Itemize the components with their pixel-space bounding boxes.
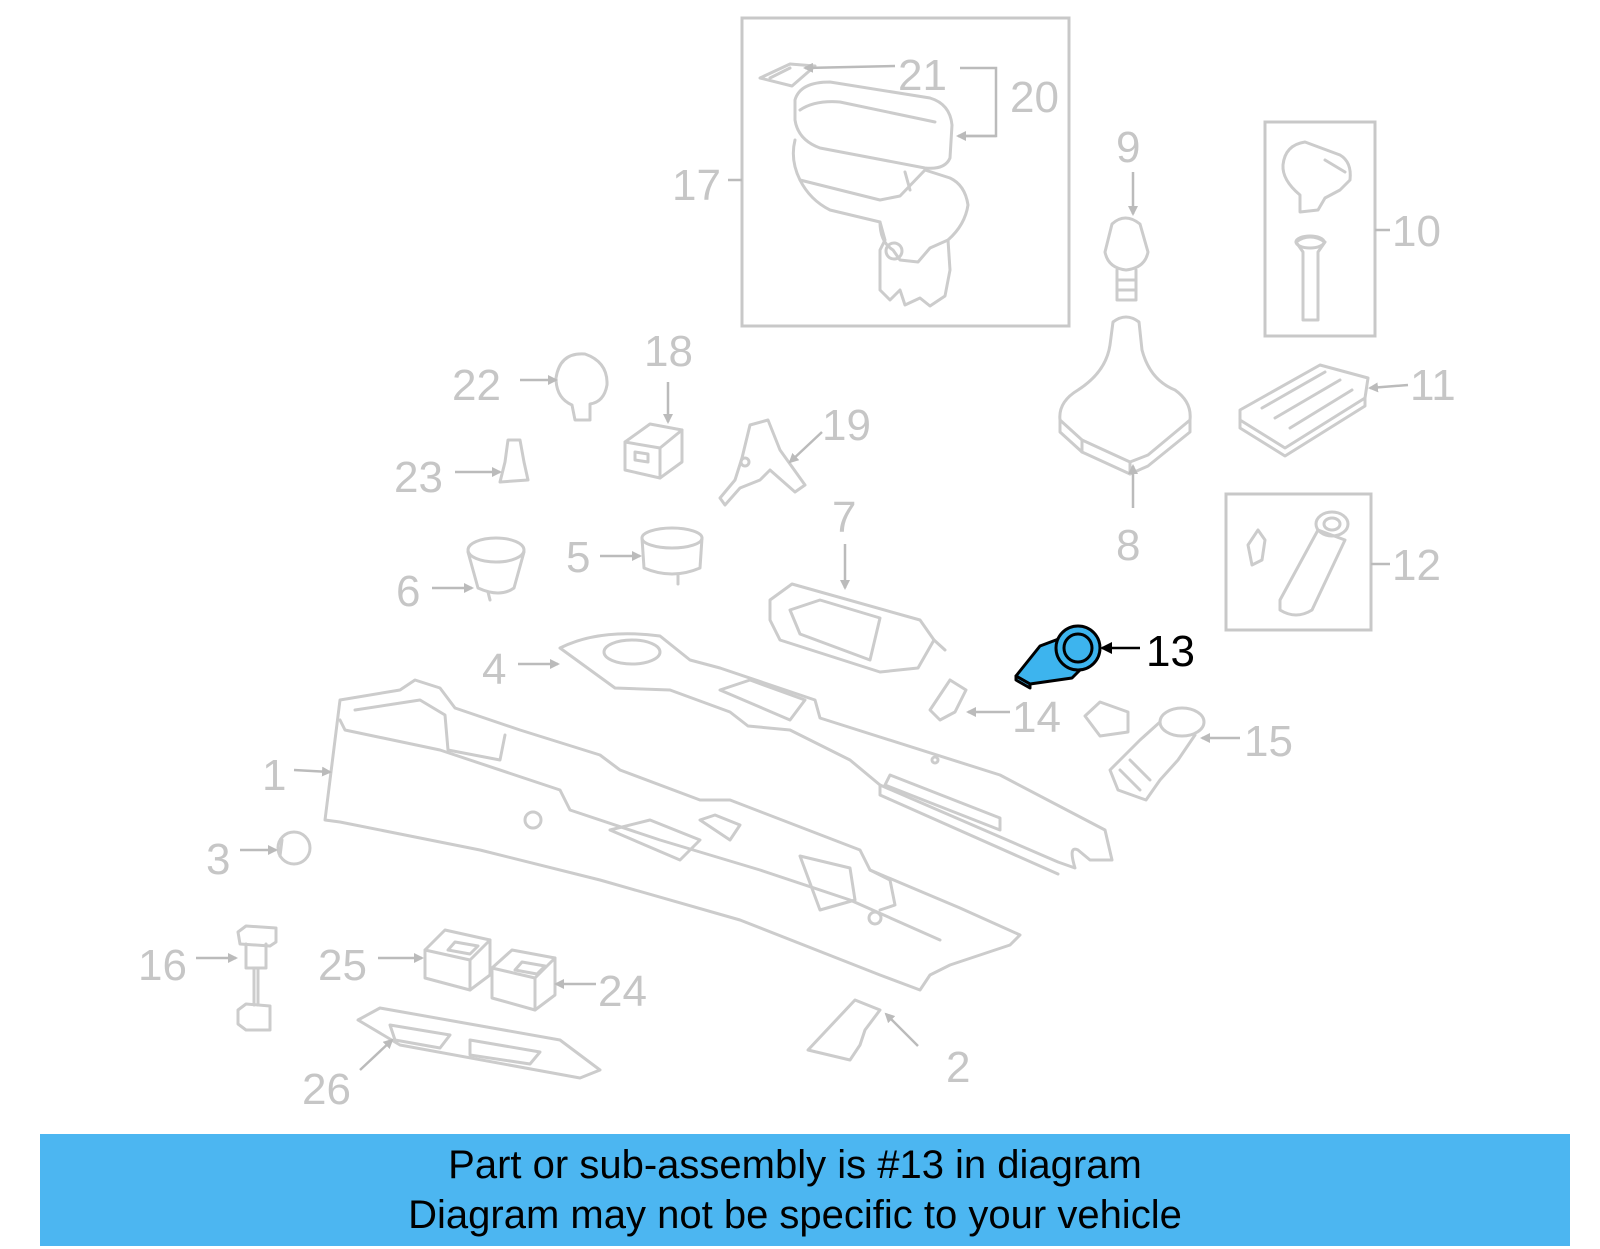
callout-5: 5 xyxy=(566,533,590,582)
cigarette-lighter-group-box xyxy=(1224,492,1373,632)
part-6-cup-holder xyxy=(466,536,526,602)
part-26-switch-bezel xyxy=(356,1006,602,1080)
part-18-switch xyxy=(623,422,684,480)
callout-labels: 21 20 17 9 10 22 18 19 11 23 8 7 5 12 6 … xyxy=(138,51,1456,1114)
callout-21: 21 xyxy=(898,51,947,100)
part-23-pin xyxy=(498,438,530,484)
part-12-lighter xyxy=(1246,510,1350,617)
part-16-connector xyxy=(236,924,278,1032)
callout-4: 4 xyxy=(482,645,506,694)
shift-knob-group-box xyxy=(1263,120,1377,338)
part-15-socket-assembly xyxy=(1083,700,1206,802)
part-13-highlighted[interactable] xyxy=(1014,624,1102,690)
part-25-switch xyxy=(423,928,492,992)
callout-17: 17 xyxy=(672,161,721,210)
callout-26: 26 xyxy=(302,1065,351,1114)
callout-12: 12 xyxy=(1392,541,1441,590)
callout-18: 18 xyxy=(644,327,693,376)
callout-6: 6 xyxy=(396,567,420,616)
part-10-shift-knob-assembly xyxy=(1281,140,1352,322)
callout-15: 15 xyxy=(1244,717,1293,766)
callout-8: 8 xyxy=(1116,521,1140,570)
part-9-shift-knob xyxy=(1103,216,1150,302)
part-22-cap xyxy=(554,352,609,422)
part-1-center-console xyxy=(323,678,1022,992)
callout-19: 19 xyxy=(822,401,871,450)
callout-11: 11 xyxy=(1410,361,1456,410)
callout-20: 20 xyxy=(1010,73,1059,122)
callout-7: 7 xyxy=(832,493,856,542)
part-21-lid-insert xyxy=(758,62,817,88)
part-17-armrest xyxy=(791,80,970,308)
callout-10: 10 xyxy=(1392,207,1441,256)
callout-14: 14 xyxy=(1012,693,1061,742)
callout-22: 22 xyxy=(452,361,501,410)
part-4-trim-panel xyxy=(558,632,1114,876)
caption-banner: Part or sub-assembly is #13 in diagram D… xyxy=(40,1134,1570,1246)
callout-3: 3 xyxy=(206,835,230,884)
callout-23: 23 xyxy=(394,453,443,502)
callout-25: 25 xyxy=(318,941,367,990)
callout-1: 1 xyxy=(262,751,286,800)
part-3-plug xyxy=(276,830,312,866)
callout-13[interactable]: 13 xyxy=(1146,627,1195,676)
part-5-insert xyxy=(640,526,704,586)
part-14-clip xyxy=(928,678,968,722)
callout-9: 9 xyxy=(1116,123,1140,172)
part-7-storage-tray xyxy=(768,582,947,674)
caption-line-2: Diagram may not be specific to your vehi… xyxy=(408,1193,1182,1237)
part-2-bracket xyxy=(806,998,882,1062)
caption-line-1: Part or sub-assembly is #13 in diagram xyxy=(448,1143,1142,1187)
part-24-switch xyxy=(490,948,557,1012)
part-19-bracket xyxy=(718,418,807,507)
callout-16: 16 xyxy=(138,941,187,990)
leader-lines xyxy=(196,62,1409,1071)
armrest-group-box xyxy=(740,16,1071,328)
callout-2: 2 xyxy=(946,1043,970,1092)
part-11-shift-plate xyxy=(1238,363,1370,458)
callout-24: 24 xyxy=(598,967,647,1016)
part-8-shift-boot xyxy=(1058,315,1192,476)
